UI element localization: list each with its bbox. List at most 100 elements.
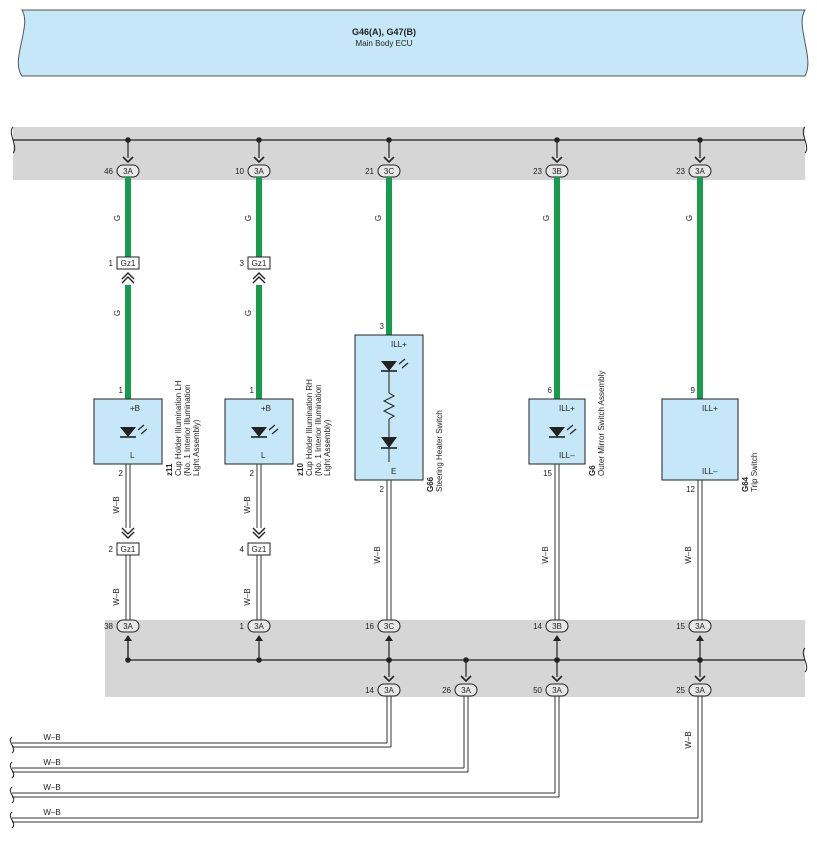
top-connector-code: 3A [695, 167, 705, 176]
inline-chevron [252, 527, 266, 535]
component-id: G6 [588, 465, 597, 476]
led-icon-rays [566, 424, 577, 435]
bottom-upper-connector [688, 619, 712, 633]
top-connector-pin: 21 [365, 167, 374, 176]
component-pin-in: 1 [119, 386, 124, 395]
inline-connector-bottom-pin: 2 [109, 545, 114, 554]
terminal-bottom: L [261, 451, 266, 460]
wire-color-label: G [685, 215, 694, 221]
bottom-down-arrow [694, 675, 706, 683]
top-connector-pin: 23 [533, 167, 542, 176]
inline-connector-bottom-label: Gz1 [252, 545, 267, 554]
inline-connector-bottom-pin: 4 [240, 545, 245, 554]
wire-color-label: W–B [243, 588, 252, 605]
wire-color-label: G [542, 215, 551, 221]
bottom-upper-connector-pin: 14 [533, 622, 542, 631]
top-bus-break-left [10, 126, 16, 154]
ground-run-label: W–B [43, 783, 60, 792]
top-connector-pin: 23 [676, 167, 685, 176]
green-wire [256, 177, 262, 257]
top-arrow [383, 156, 395, 164]
inline-connector-bottom-label: Gz1 [121, 545, 136, 554]
bottom-bus-break-right [802, 647, 808, 673]
inline-connector-top-pin: 3 [240, 259, 245, 268]
wire-color-label: W–B [684, 546, 693, 563]
component-name-line: Light Assembly) [192, 419, 201, 476]
ground-run-label: W–B [43, 808, 60, 817]
component-pin-in: 6 [548, 386, 553, 395]
component-name-line: Light Assembly) [323, 419, 332, 476]
bottom-up-arrow [553, 635, 561, 641]
inline-connector-bottom-box [116, 542, 140, 556]
wire-color-label: W–B [541, 546, 550, 563]
bottom-upper-connector [116, 619, 140, 633]
led-icon-triangle [251, 427, 267, 437]
ecu-subtitle: Main Body ECU [356, 39, 413, 48]
bottom-bus-band [105, 620, 805, 697]
diode-icon [381, 437, 397, 448]
wire-color-label: W–B [684, 731, 693, 748]
component-pin-out: 2 [250, 469, 255, 478]
component-name-line: Cup Holder Illumination RH [305, 379, 314, 476]
component-id: G66 [426, 476, 435, 492]
terminal-bottom: E [391, 467, 396, 476]
green-wire [256, 285, 262, 399]
wire-color-label: G [374, 215, 383, 221]
component-id: z11 [165, 463, 174, 476]
ground-run-label: W–B [43, 758, 60, 767]
component-pin-in: 9 [691, 386, 696, 395]
top-connector-pin: 46 [104, 167, 113, 176]
component-name-line: Cup Holder Illumination LH [174, 380, 183, 476]
top-connector-code: 3A [123, 167, 133, 176]
bottom-upper-connector-pin: 1 [240, 622, 245, 631]
bus-junction-dot [256, 657, 262, 663]
component-id: G64 [741, 476, 750, 492]
bottom-upper-connector [545, 619, 569, 633]
inline-chevron [252, 531, 266, 539]
inline-connector-top-label: Gz1 [252, 259, 267, 268]
top-connector-pin: 10 [235, 167, 244, 176]
component-pin-out: 2 [119, 469, 124, 478]
bottom-lower-connector [688, 683, 712, 697]
component-pin-in: 1 [250, 386, 255, 395]
component-name-line: (No. 1 Interior Illumination [183, 384, 192, 476]
top-connector-code: 3C [384, 167, 394, 176]
bottom-down-arrow [383, 675, 395, 683]
wire-break-mark [9, 811, 15, 829]
terminal-bottom: ILL– [559, 451, 575, 460]
ecu-box [17, 9, 809, 77]
terminal-top: ILL+ [559, 404, 575, 413]
terminal-top: +B [130, 404, 140, 413]
top-arrow [551, 156, 563, 164]
component-name-line: (No. 1 Interior Illumination [314, 384, 323, 476]
wire-color-label: G [113, 310, 122, 316]
wire-break-mark [9, 736, 15, 754]
bottom-up-arrow [124, 635, 132, 641]
top-connector-code: 3A [254, 167, 264, 176]
inline-connector-top-box [116, 256, 140, 270]
green-wire [125, 285, 131, 399]
bottom-lower-connector-code: 3A [552, 686, 562, 695]
wire-color-label: W–B [112, 496, 121, 513]
wire-color-label: G [244, 310, 253, 316]
component-id: z10 [296, 463, 305, 476]
bottom-upper-connector-code: 3B [552, 622, 562, 631]
green-wire [697, 177, 703, 399]
resistor-icon [382, 392, 396, 420]
green-wire [554, 177, 560, 399]
led-icon-triangle [549, 427, 565, 437]
terminal-bottom: ILL– [702, 467, 718, 476]
component-name-line: Outer Mirror Switch Assembly [597, 371, 606, 476]
component-pin-out: 15 [543, 469, 552, 478]
bottom-lower-connector-code: 3A [384, 686, 394, 695]
top-arrow [694, 156, 706, 164]
